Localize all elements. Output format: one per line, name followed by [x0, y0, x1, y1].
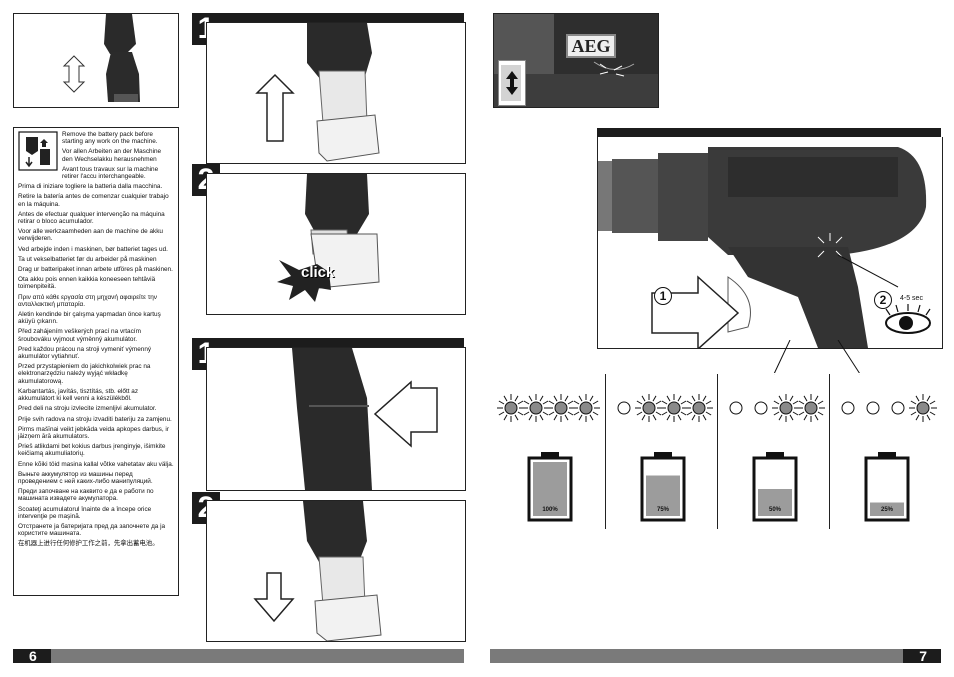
warning-text-hr: Prije svih radova na stroju izvaditi bat…: [18, 415, 172, 423]
warning-text-en: Remove the battery pack before starting …: [62, 131, 158, 146]
led-lit: [916, 401, 930, 415]
warning-text-it: Prima di iniziare togliere la batteria d…: [18, 183, 163, 191]
callout-2-badge: 2: [874, 291, 892, 309]
duration-label: 4-5 sec: [900, 295, 923, 302]
page-number: 7: [903, 649, 941, 663]
page-number: 6: [13, 649, 51, 663]
led-off: [754, 401, 768, 415]
step-bar: [192, 338, 464, 347]
battery-level-icon: [640, 452, 686, 522]
led-off: [729, 401, 743, 415]
led-off: [617, 401, 631, 415]
warning-text-cs: Před zahájením veškerých prací na vrtací…: [18, 328, 141, 343]
remove-battery-icon: [18, 131, 58, 171]
battery-removal-warning: Remove the battery pack before starting …: [13, 127, 179, 596]
warning-text-hu: Karbantartás, javítás, tisztítás, stb. e…: [18, 387, 139, 403]
battery-level-icon: [752, 452, 798, 522]
led-indicator-group: [841, 394, 937, 422]
warning-text-ro: Scoateţi acumulatorul înainte de a încep…: [18, 505, 152, 520]
battery-remove-illustration: [255, 23, 380, 162]
warning-text-nl: Voor alle werkzaamheden aan de machine d…: [18, 228, 163, 243]
led-indicator-group: [729, 394, 825, 422]
warning-text-sv: Drag ur batteripaket innan arbete utföre…: [18, 266, 173, 274]
page-footer-right: 7: [490, 649, 941, 663]
step-panel-insert-2: [206, 500, 466, 642]
warning-text-zh: 在机器上进行任何修护工作之前，先拿出蓄电池。: [18, 540, 159, 548]
battery-fill: [758, 489, 792, 516]
led-lit: [667, 401, 681, 415]
led-indicator-group: [617, 394, 713, 422]
callout-1-badge: 1: [654, 287, 672, 305]
click-label: click: [301, 264, 335, 281]
charge-percent-label: 50%: [768, 507, 781, 513]
warning-text-sk: Pred každou prácou na stroji vymeniť vým…: [18, 345, 152, 361]
battery-release-illustration: [292, 348, 438, 490]
warning-text-no: Ta ut vekselbatteriet før du arbeider på…: [18, 255, 157, 263]
warning-text-et: Enne kõiki töid masina kallal võtke vahe…: [18, 460, 174, 468]
led-off: [866, 401, 880, 415]
page-footer-left: 6: [13, 649, 464, 663]
drill-charge-check-diagram: 1 2 4-5 sec: [597, 137, 943, 349]
callout-2-label: 2: [879, 293, 887, 307]
illustration-bar: [597, 128, 941, 138]
led-lit: [804, 401, 818, 415]
warning-text-mk: Отстранете ја батеријата пред да започне…: [18, 522, 166, 538]
led-off: [841, 401, 855, 415]
charge-percent-label: 100%: [542, 507, 558, 513]
battery-level-icon: [527, 452, 573, 522]
warning-text-ru: Выньте аккумулятор из машины перед прове…: [18, 470, 153, 485]
warning-text-fi: Ota akku pois ennen kaikkia koneeseen te…: [18, 276, 156, 291]
battery-fill: [533, 462, 567, 516]
led-indicator-group: [497, 394, 600, 422]
battery-fill: [646, 475, 680, 516]
led-lit: [642, 401, 656, 415]
warning-text-pt: Antes de efectuar qualquer intervenção n…: [18, 210, 165, 226]
led-off: [891, 401, 905, 415]
led-lit: [504, 401, 518, 415]
up-down-arrow-icon: [506, 71, 518, 95]
charge-level-panel: 100%: [493, 374, 605, 529]
warning-text-lt: Prieš atlikdami bet kokius darbus įrengi…: [18, 443, 166, 458]
charge-check-button-photo: AEG: [493, 13, 659, 108]
warning-text-bg: Преди започване на каквито е да е работи…: [18, 488, 154, 503]
warning-text-es: Retire la batería antes de comenzar cual…: [18, 193, 169, 208]
led-lit: [579, 401, 593, 415]
led-lit: [779, 401, 793, 415]
step-panel-remove-1: [206, 22, 466, 164]
battery-fill: [870, 502, 904, 516]
callout-1-label: 1: [659, 289, 667, 303]
led-lit: [554, 401, 568, 415]
battery-level-icon: [864, 452, 910, 522]
charge-percent-label: 75%: [656, 507, 669, 513]
aeg-logo-text: AEG: [571, 36, 611, 56]
led-lit: [529, 401, 543, 415]
charge-check-button: [498, 60, 526, 106]
charge-level-panel: 75%: [605, 374, 718, 529]
drill-illustration: [598, 147, 931, 348]
charge-level-row: 100% 75% 50% 25%: [493, 373, 941, 529]
warning-text-de: Vor allen Arbeiten an der Maschine den W…: [62, 148, 162, 163]
battery-click-illustration: [277, 174, 380, 302]
charge-level-panel: 25%: [829, 374, 942, 529]
step-bar: [192, 13, 464, 22]
warning-text-tr: Aletin kendinde bir çalışma yapmadan önc…: [18, 311, 161, 326]
step-panel-remove-2: click: [206, 173, 466, 315]
warning-text-pl: Przed przystąpieniem do jakichkolwiek pr…: [18, 363, 151, 385]
warning-text-fr: Avant tous travaux sur la machine retire…: [62, 165, 159, 181]
aeg-logo: AEG: [566, 34, 616, 58]
charge-level-panel: 50%: [717, 374, 830, 529]
battery-insert-diagram: [13, 13, 179, 108]
battery-insert-illustration: [62, 14, 140, 102]
warning-text-lv: Pirms mašīnai veikt jebkāda veida apkope…: [18, 425, 169, 440]
charge-percent-label: 25%: [880, 507, 893, 513]
step-panel-insert-1: [206, 347, 466, 491]
warning-text-da: Ved arbejde inden i maskinen, bør batter…: [18, 245, 168, 253]
warning-text-sl: Pred deli na stroju izvlecite izmenljivi…: [18, 405, 157, 413]
callout-lines: [773, 340, 861, 375]
battery-slide-out-illustration: [253, 501, 382, 641]
led-lit: [692, 401, 706, 415]
warning-text-el: Πριν από κάθε εργασία στη μηχανή αφαιρεί…: [18, 293, 157, 308]
